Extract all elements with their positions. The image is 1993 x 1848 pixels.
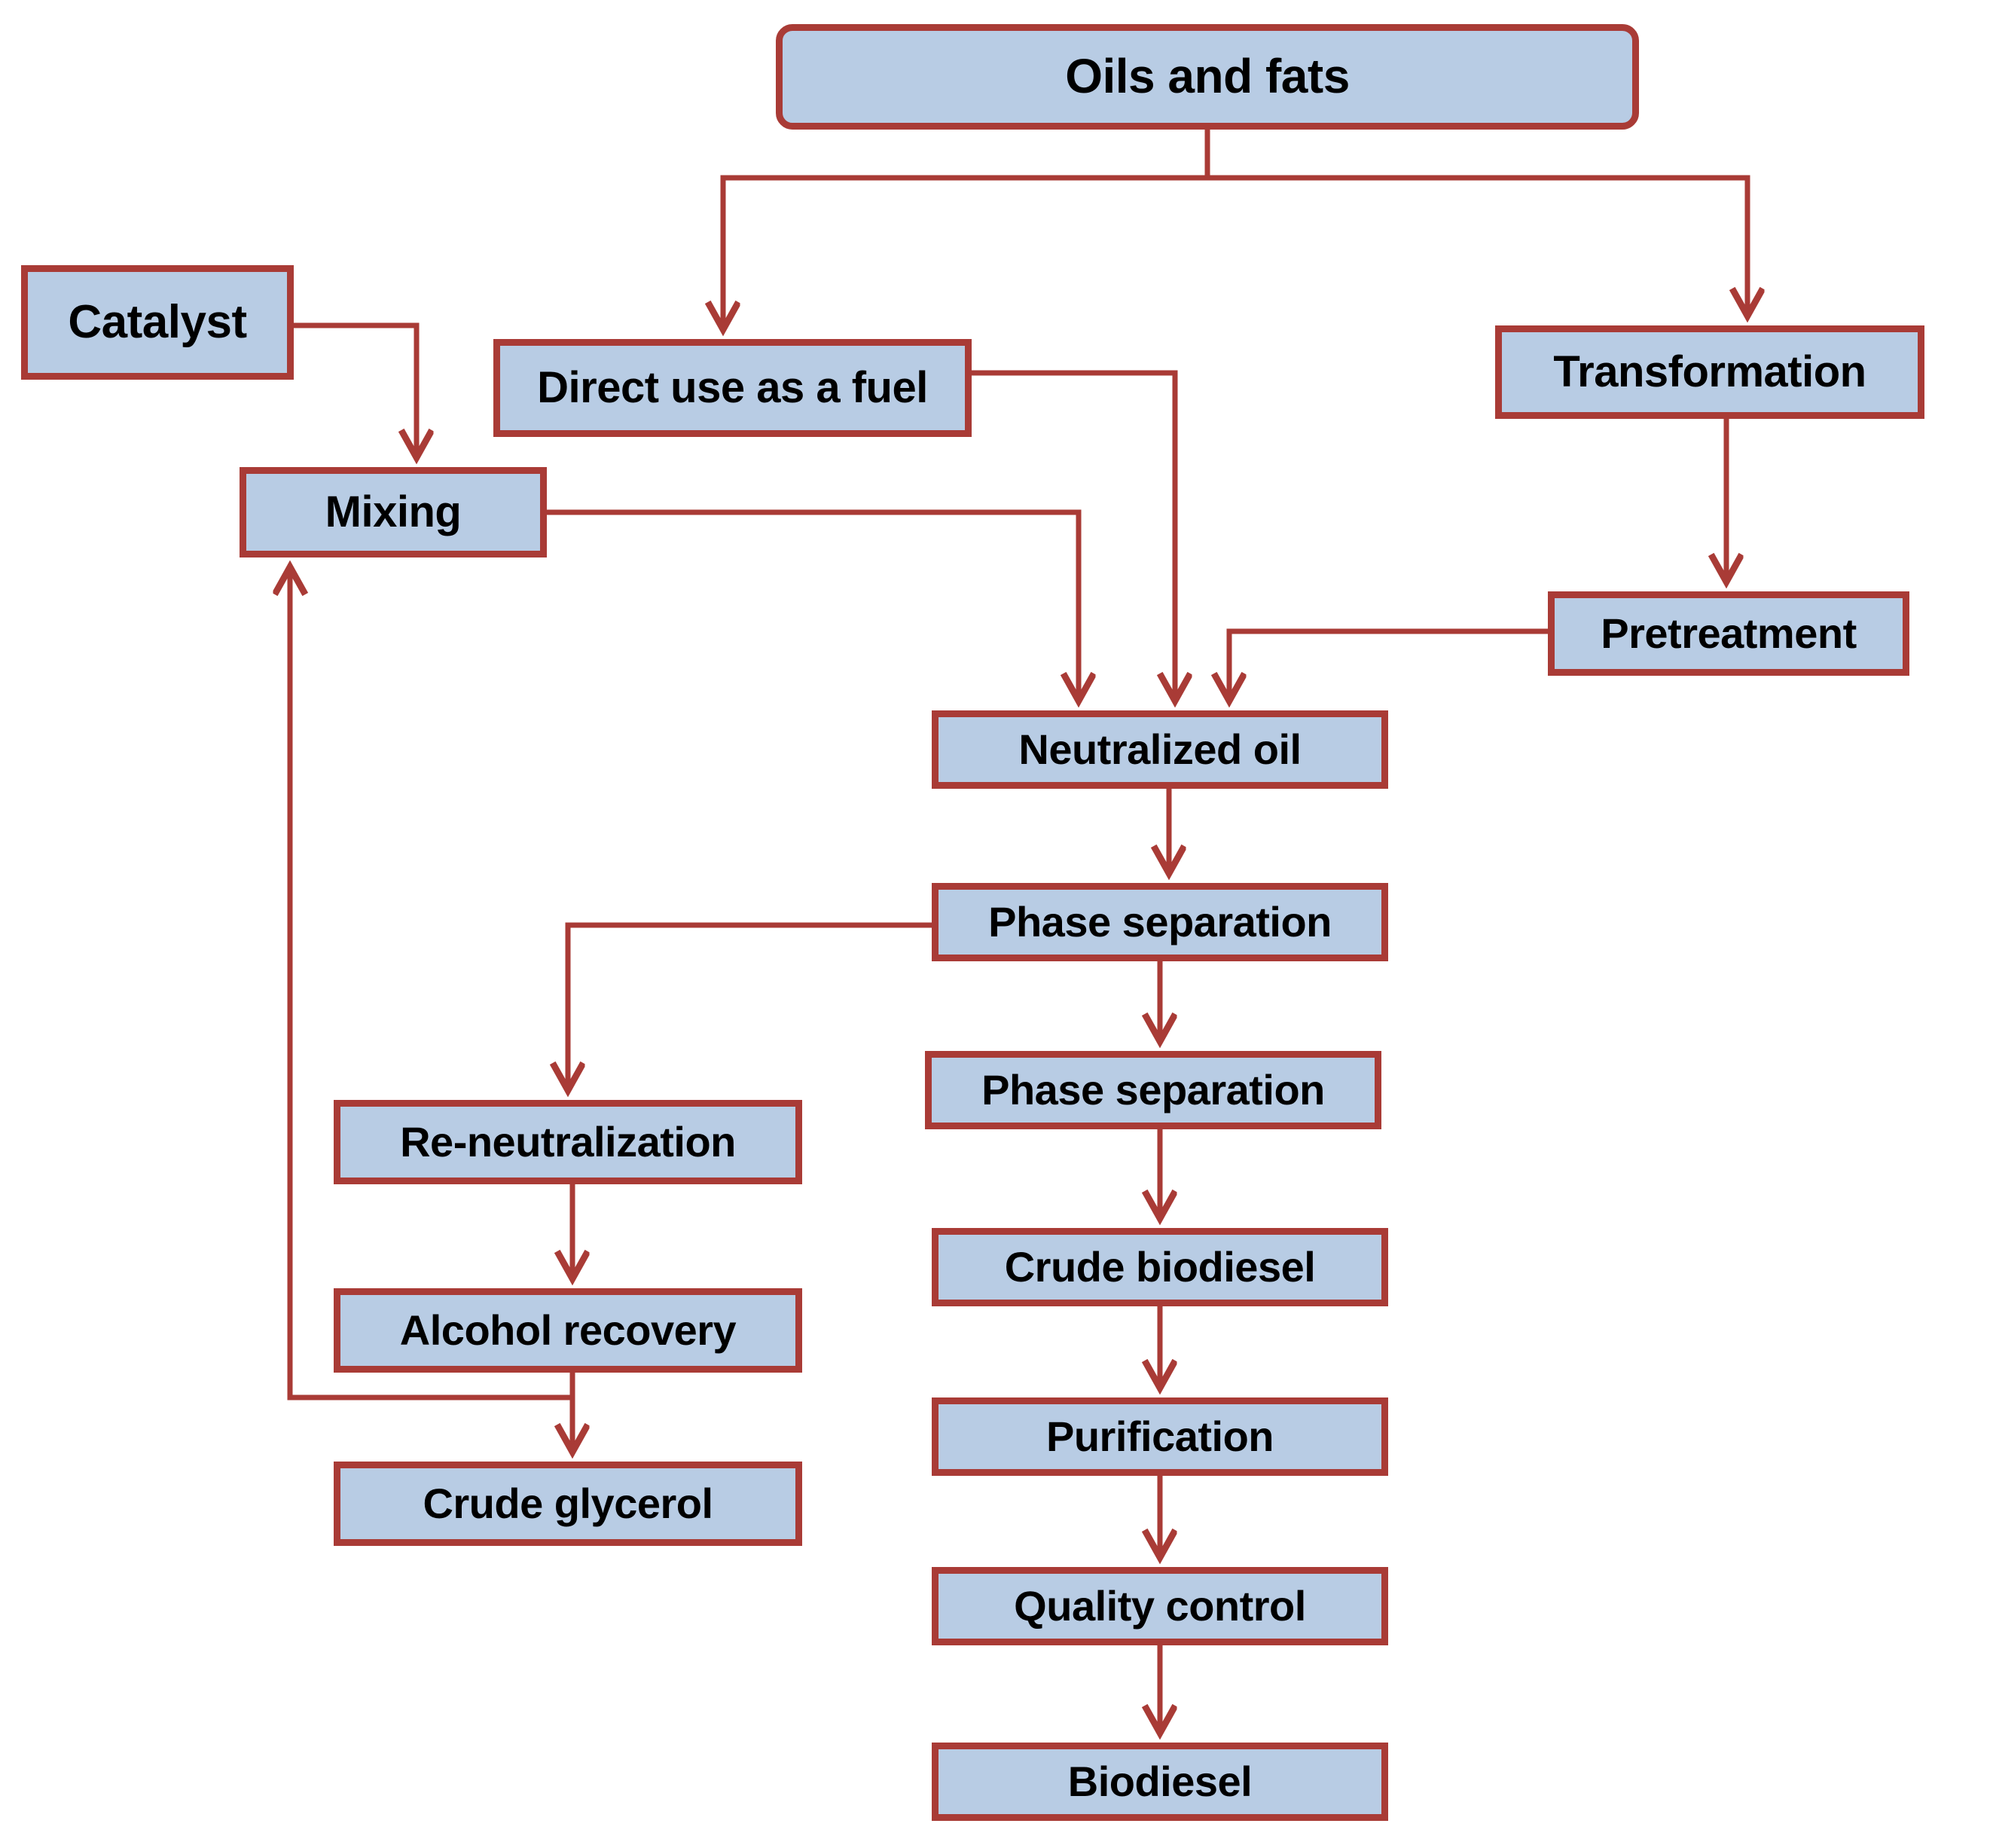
node-label: Phase separation — [988, 897, 1332, 945]
node-crude_glycerol[interactable]: Crude glycerol — [334, 1462, 802, 1546]
node-pretreatment[interactable]: Pretreatment — [1548, 591, 1909, 676]
node-transformation[interactable]: Transformation — [1495, 325, 1924, 419]
node-label: Purification — [1045, 1412, 1274, 1460]
node-label: Oils and fats — [1065, 49, 1350, 104]
node-label: Neutralized oil — [1018, 725, 1302, 773]
node-crude_biodiesel[interactable]: Crude biodiesel — [932, 1228, 1388, 1306]
node-label: Quality control — [1014, 1581, 1306, 1630]
node-re_neutralization[interactable]: Re-neutralization — [334, 1100, 802, 1184]
node-purification[interactable]: Purification — [932, 1397, 1388, 1476]
node-label: Alcohol recovery — [399, 1306, 737, 1354]
edge-direct-to-neutralized — [972, 370, 1175, 700]
node-quality_control[interactable]: Quality control — [932, 1567, 1388, 1645]
edge-catalyst-to-mixing — [294, 322, 417, 457]
edge-mixing-to-neutralized — [547, 509, 1079, 700]
node-phase_separation_1[interactable]: Phase separation — [932, 883, 1388, 961]
node-label: Biodiesel — [1067, 1757, 1253, 1805]
node-label: Re-neutralization — [400, 1117, 736, 1165]
edge-oils-to-transformation — [1207, 175, 1747, 315]
node-label: Direct use as a fuel — [537, 362, 928, 412]
node-label: Mixing — [325, 487, 462, 536]
node-phase_separation_2[interactable]: Phase separation — [925, 1051, 1381, 1129]
edge-oils-to-direct — [723, 130, 1210, 328]
node-label: Transformation — [1553, 347, 1866, 396]
node-label: Crude glycerol — [423, 1479, 713, 1527]
edge-pretreatment-to-neutral — [1229, 628, 1548, 700]
edge-alcohol-to-mixing — [290, 568, 575, 1401]
node-catalyst[interactable]: Catalyst — [21, 265, 294, 380]
node-direct_use_as_fuel[interactable]: Direct use as a fuel — [493, 339, 972, 437]
node-oils_and_fats[interactable]: Oils and fats — [776, 24, 1639, 130]
node-mixing[interactable]: Mixing — [240, 467, 547, 557]
node-biodiesel[interactable]: Biodiesel — [932, 1743, 1388, 1821]
edge-phase1-to-reneutral — [568, 922, 932, 1089]
node-alcohol_recovery[interactable]: Alcohol recovery — [334, 1288, 802, 1373]
node-neutralized_oil[interactable]: Neutralized oil — [932, 710, 1388, 789]
node-label: Phase separation — [981, 1065, 1325, 1113]
node-label: Pretreatment — [1601, 609, 1857, 657]
node-label: Crude biodiesel — [1004, 1242, 1316, 1291]
node-label: Catalyst — [68, 296, 247, 349]
